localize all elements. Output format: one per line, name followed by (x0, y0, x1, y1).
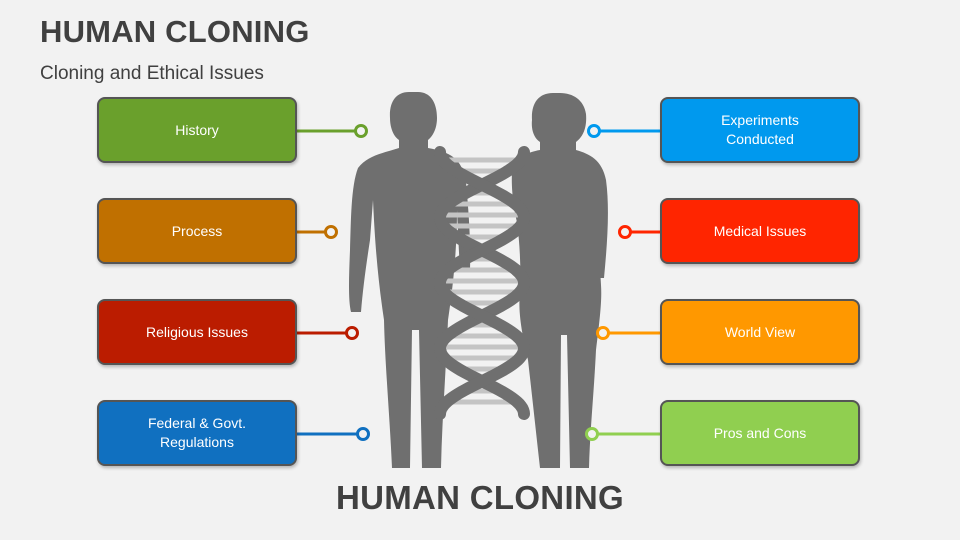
left-2-dot (345, 326, 359, 340)
slide-title: HUMAN CLONING (40, 14, 310, 49)
process-box[interactable]: Process (97, 198, 297, 264)
right-0-dot (587, 124, 601, 138)
medical-issues-box[interactable]: Medical Issues (660, 198, 860, 264)
religious-issues-box[interactable]: Religious Issues (97, 299, 297, 365)
center-label: HUMAN CLONING (335, 479, 625, 516)
world-view-box[interactable]: World View (660, 299, 860, 365)
left-1-dot (324, 225, 338, 239)
female-silhouette-icon (511, 93, 608, 468)
dna-helix-icon (433, 146, 531, 420)
right-3-dot (585, 427, 599, 441)
right-1-dot (618, 225, 632, 239)
slide-subtitle: Cloning and Ethical Issues (40, 63, 264, 84)
pros-and-cons-box[interactable]: Pros and Cons (660, 400, 860, 466)
right-2-dot (596, 326, 610, 340)
history-box[interactable]: History (97, 97, 297, 163)
experiments-conducted-box[interactable]: Experiments Conducted (660, 97, 860, 163)
male-silhouette-icon (349, 92, 471, 468)
federal-govt-regulations-box[interactable]: Federal & Govt. Regulations (97, 400, 297, 466)
left-0-dot (354, 124, 368, 138)
left-3-dot (356, 427, 370, 441)
